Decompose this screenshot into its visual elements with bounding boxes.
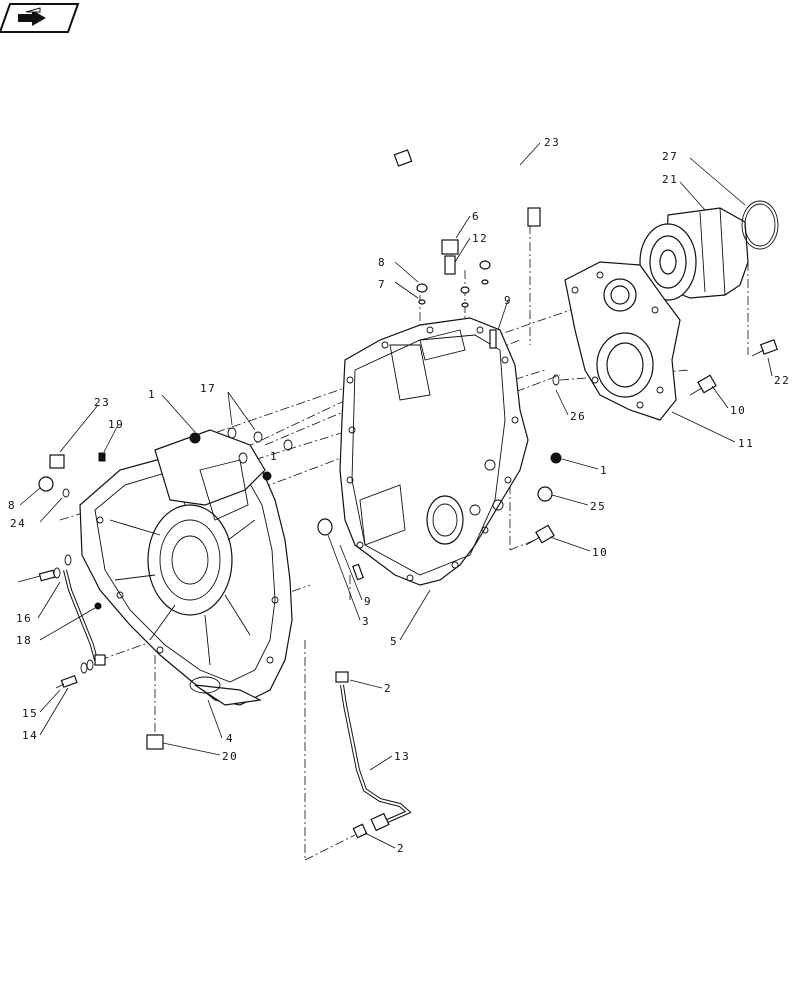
callout-4: 4 [226, 732, 234, 745]
plug-23-left [49, 454, 65, 469]
callout-2-lower: 2 [397, 842, 405, 855]
callout-1-left: 1 [148, 388, 156, 401]
callout-22: 22 [774, 374, 790, 387]
pin-9-top [489, 329, 497, 349]
leader-lines [19, 142, 773, 849]
screw-1-right [550, 452, 562, 464]
callout-5: 5 [390, 635, 398, 648]
plug-25 [537, 486, 553, 502]
callout-17: 17 [200, 382, 216, 395]
callout-24: 24 [10, 517, 26, 530]
bolt-22 [751, 339, 779, 357]
callout-23-left: 23 [94, 396, 110, 409]
callout-7: 7 [378, 278, 386, 291]
callout-9-top: 9 [504, 294, 512, 307]
o-rings-17 [227, 427, 293, 481]
clutch-housing-4 [79, 429, 293, 706]
callout-15: 15 [22, 707, 38, 720]
callout-13: 13 [394, 750, 410, 763]
callout-labels: 23 27 21 22 6 12 8 7 9 17 1 23 19 8 24 1… [8, 136, 790, 855]
callout-11: 11 [738, 437, 754, 450]
oil-tube-13 [335, 671, 412, 839]
bolt-10-upper [689, 374, 717, 396]
pin-19 [98, 452, 106, 462]
o-ring-27 [741, 200, 779, 250]
callout-2-upper: 2 [384, 682, 392, 695]
o-ring-26 [552, 374, 560, 386]
callout-21: 21 [662, 173, 678, 186]
callout-1-right: 1 [600, 464, 608, 477]
callout-16: 16 [16, 612, 32, 625]
pin-9-lower [352, 563, 364, 581]
callout-12: 12 [472, 232, 488, 245]
screw-8-top [416, 283, 428, 293]
transmission-housing-5 [339, 317, 529, 586]
callout-19: 19 [108, 418, 124, 431]
screw-1-left [189, 432, 201, 444]
plug-3 [317, 518, 333, 536]
washer-7 [418, 299, 426, 305]
valve-12 [444, 255, 456, 275]
callout-20: 20 [222, 750, 238, 763]
callout-18: 18 [16, 634, 32, 647]
cover-11 [564, 261, 681, 421]
callout-23-top: 23 [544, 136, 560, 149]
callout-10-lower: 10 [592, 546, 608, 559]
callout-14: 14 [22, 729, 38, 742]
callout-1-center: 1 [270, 450, 278, 463]
callout-3: 3 [362, 615, 370, 628]
callout-6: 6 [472, 210, 480, 223]
plug-6 [441, 239, 459, 255]
plug-20 [146, 734, 164, 750]
callout-25: 25 [590, 500, 606, 513]
plug-18 [94, 602, 102, 610]
washer-24 [62, 488, 70, 498]
bearing-housing-21 [639, 207, 749, 301]
plug-8-left [38, 476, 54, 492]
callout-27: 27 [662, 150, 678, 163]
callout-8-top: 8 [378, 256, 386, 269]
callout-8-left: 8 [8, 499, 16, 512]
callout-10-upper: 10 [730, 404, 746, 417]
oil-tube-23 [393, 138, 541, 227]
bolt-10-lower [525, 524, 555, 546]
callout-26: 26 [570, 410, 586, 423]
callout-9-lower: 9 [364, 595, 372, 608]
page-arrow-icon [0, 3, 80, 33]
hose-16 [17, 554, 106, 689]
